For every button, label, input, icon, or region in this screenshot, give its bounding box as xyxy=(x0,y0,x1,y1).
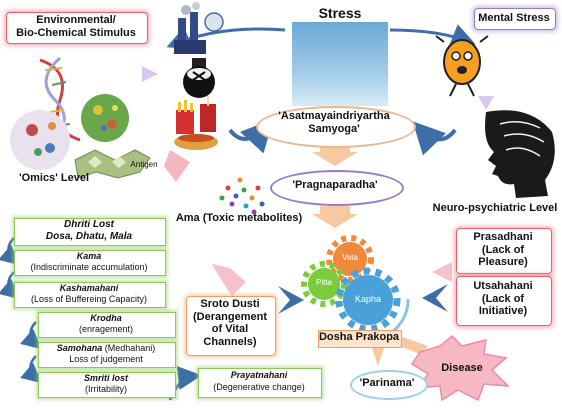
kama-desc: (Indiscriminate accumulation) xyxy=(30,262,148,272)
virus-image xyxy=(81,94,129,142)
prayatnahani-box xyxy=(198,368,322,398)
brain-head-image xyxy=(485,110,555,198)
mental-to-asat-arrow xyxy=(412,121,457,156)
samohana-box xyxy=(38,342,176,368)
utsahani-to-dosha-chevron xyxy=(422,284,448,312)
left-curve-arrow-2 xyxy=(0,271,20,300)
vata-gear xyxy=(326,235,374,283)
environmental-stimulus-box xyxy=(6,12,148,44)
environmental-stimulus-label: Environmental/ Bio-Chemical Stimulus xyxy=(16,14,136,39)
asatmayaindriyartha-label: 'Asatmayaindriyartha Samyoga' xyxy=(278,110,390,135)
omics-level-label: 'Omics' Level xyxy=(18,172,90,184)
asat-to-pragna-arrow xyxy=(312,144,358,166)
mental-stress-label: Mental Stress xyxy=(478,12,550,24)
stress-title: Stress xyxy=(318,5,362,21)
samohana-label: Samohana xyxy=(56,343,103,353)
left-curve-arrow-4 xyxy=(20,355,42,384)
pragnaparadha-label: 'Pragnaparadha' xyxy=(292,179,378,191)
utsahahani-label: Utsahahani (Lack of Initiative) xyxy=(473,280,533,318)
env-down-arrow xyxy=(142,66,158,82)
disease-label: Disease xyxy=(441,362,483,374)
prasadhani-box xyxy=(456,228,552,274)
left-curve-arrow-3 xyxy=(20,321,42,350)
pragna-to-gears-arrow xyxy=(312,206,358,228)
prayatnahani-desc: (Degenerative change) xyxy=(213,382,305,392)
sroto-dusti-box xyxy=(186,296,276,356)
samohana-line: Samohana (Medhahani) xyxy=(38,343,174,353)
stress-image-panel xyxy=(292,22,388,106)
mental-down-arrow xyxy=(478,96,494,110)
antigen-label: Antigen xyxy=(130,160,158,169)
prayatnahani-label: Prayatnahani xyxy=(230,370,288,380)
pitta-gear xyxy=(301,261,347,307)
utsahahani-box xyxy=(456,276,552,326)
toxic-metabolites-image xyxy=(219,177,265,215)
dosha-to-disease-arrow xyxy=(394,336,428,354)
kapha-label: Kapha xyxy=(354,294,382,304)
prasadhani-to-dosha-arrow xyxy=(432,262,452,282)
vata-label: Vata xyxy=(342,253,358,262)
samohana-desc: Loss of judgement xyxy=(69,354,143,364)
junk-food-image xyxy=(174,96,218,150)
chemical-flask-image xyxy=(183,58,215,98)
parinama-oval xyxy=(350,370,428,400)
smriti-lost-label: Smriti lost xyxy=(83,373,128,383)
medhahani-label: (Medhahani) xyxy=(102,343,156,353)
krodha-desc: (enragement) xyxy=(78,324,134,334)
dosha-to-parinama-arrow xyxy=(372,348,384,366)
sroto-to-dosha-chevron xyxy=(278,286,304,314)
dhriti-lost-label: Dhriti Lost xyxy=(64,219,114,230)
mental-stress-box xyxy=(474,8,556,30)
parinama-label: 'Parinama' xyxy=(359,377,415,389)
smriti-lost-desc: (Irritability) xyxy=(85,384,127,394)
dhriti-lost-box xyxy=(14,218,166,246)
neuro-psychiatric-label: Neuro-psychiatric Level xyxy=(432,202,558,214)
antigen-image xyxy=(74,149,151,179)
pragnaparadha-oval xyxy=(270,170,404,206)
ama-to-sroto-arrow xyxy=(212,264,246,296)
omics-to-ama-arrow xyxy=(164,150,190,182)
stressed-face-image xyxy=(435,35,489,97)
kashamahani-box xyxy=(14,282,166,308)
smriti-lost-box xyxy=(38,372,176,398)
pitta-label: Pitta xyxy=(315,278,332,287)
kashamahani-desc: (Loss of Buffereing Capacity) xyxy=(31,294,147,304)
kashamahani-label: Kashamahani xyxy=(59,283,119,293)
dosa-dhatu-mala-label: Dosa, Dhatu, Mala xyxy=(45,231,133,242)
factory-image xyxy=(174,2,224,54)
sroto-dusti-label: Sroto Dusti (Derangement of Vital Channe… xyxy=(193,298,267,348)
kama-label: Kama xyxy=(76,251,102,261)
cell-cluster-image xyxy=(10,110,70,170)
dosha-prakopa-label: Dosha Prakopa xyxy=(318,331,400,343)
krodha-box xyxy=(38,312,176,338)
krodha-label: Krodha xyxy=(90,313,122,323)
ama-label: Ama (Toxic metabolites) xyxy=(175,212,303,224)
kama-box xyxy=(14,250,166,276)
asatmayaindriyartha-oval xyxy=(256,106,416,148)
prasadhani-label: Prasadhani (Lack of Pleasure) xyxy=(473,231,533,269)
dosha-prakopa-box xyxy=(318,330,402,348)
left-curve-arrow-1 xyxy=(0,237,20,266)
